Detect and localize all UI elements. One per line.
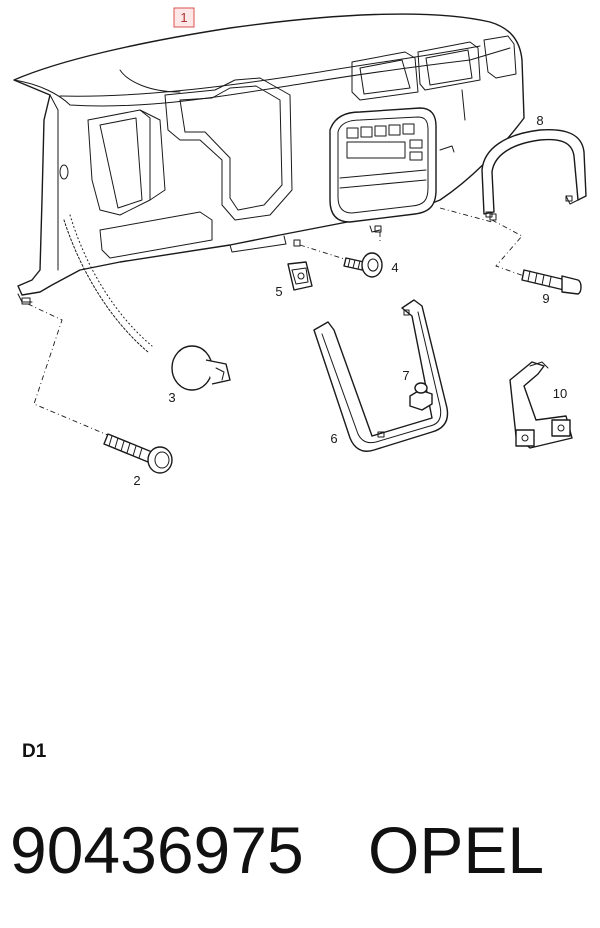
callout-label-2: 2 xyxy=(133,473,140,488)
screw-part-2 xyxy=(103,433,173,474)
brand-name: OPEL xyxy=(368,813,545,887)
callout-label-6: 6 xyxy=(330,431,337,446)
clip-part-5 xyxy=(287,261,313,291)
bracket-part-6 xyxy=(313,299,449,452)
bracket-part-10 xyxy=(509,361,573,449)
leader-lines xyxy=(27,207,525,437)
callout-label-3: 3 xyxy=(168,390,175,405)
nut-part-7 xyxy=(409,382,433,411)
part-number: 90436975 xyxy=(10,813,304,887)
dashboard-panel xyxy=(13,13,525,353)
callout-label-5: 5 xyxy=(275,284,282,299)
callout-label-10: 10 xyxy=(553,386,567,401)
callout-label-7: 7 xyxy=(402,368,409,383)
bracket-part-8 xyxy=(481,128,587,218)
exploded-parts-diagram: 1 2 3 4 5 6 7 8 9 10 xyxy=(13,7,587,488)
bolt-part-9 xyxy=(521,269,582,295)
callout-label-1: 1 xyxy=(180,10,187,25)
screw-part-4 xyxy=(343,252,383,278)
cap-part-3 xyxy=(171,345,231,391)
section-code: D1 xyxy=(22,741,47,762)
radio-buttons xyxy=(339,123,427,189)
callout-label-9: 9 xyxy=(542,291,549,306)
callout-label-8: 8 xyxy=(536,113,543,128)
callout-label-4: 4 xyxy=(391,260,398,275)
callout-1[interactable]: 1 xyxy=(173,7,195,28)
